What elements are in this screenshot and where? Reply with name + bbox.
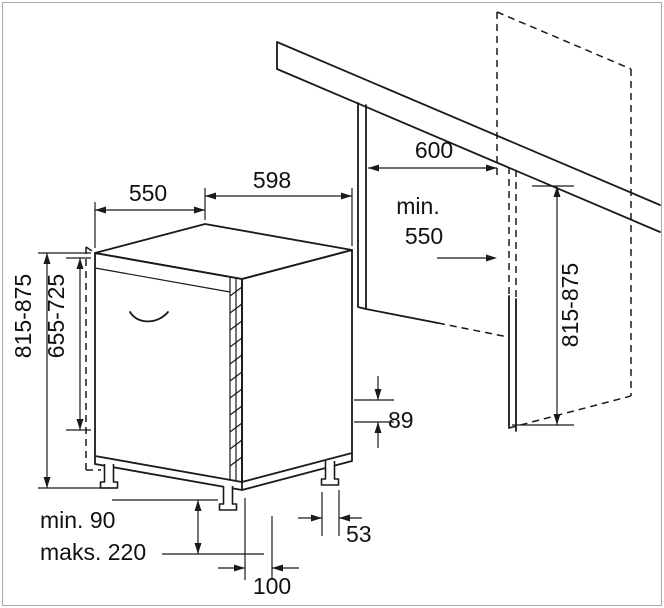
dishwasher: [85, 223, 353, 511]
niche-left-panel: [357, 102, 367, 310]
niche-cabinet: [357, 11, 632, 432]
dim-label-plinth-min: min. 90: [40, 507, 115, 533]
right-cabinet-floor-dashed: [508, 395, 632, 429]
niche-floor-dashed: [437, 322, 509, 338]
dim-label-appliance-height: 815-875: [10, 274, 36, 358]
door-edge-lines: [229, 276, 237, 482]
niche-floor: [365, 308, 439, 324]
dim-label-niche-width: 600: [415, 137, 453, 163]
niche-top-edge-dashed: [496, 11, 632, 70]
door-handle-icon: [129, 311, 169, 323]
dim-label-plinth-depth: 100: [253, 573, 291, 599]
dim-label-niche-height: 815-875: [557, 263, 583, 347]
dim-label-niche-depth-value: 550: [405, 223, 443, 249]
dimension-lines: [43, 164, 561, 572]
dim-label-niche-depth-prefix: min.: [396, 193, 439, 219]
dim-label-rear-gap: 53: [346, 521, 372, 547]
foot-rear-right: [320, 461, 340, 486]
foot-front-right: [218, 486, 238, 511]
decor-panel-dashed: [85, 246, 101, 471]
dim-label-depth: 550: [129, 180, 167, 206]
dim-label-base-rear: 89: [388, 407, 414, 433]
base-frame: [94, 452, 353, 491]
dim-label-plinth-max: maks. 220: [40, 539, 146, 565]
control-panel-line: [94, 267, 231, 293]
dishwasher-top-face: [94, 223, 353, 280]
door-edge-hatching: [229, 286, 243, 467]
dim-label-door-panel-height: 655-725: [43, 274, 69, 358]
worktop-lines: [276, 41, 661, 233]
right-cabinet-edge-upper: [508, 167, 517, 299]
extension-lines: [38, 185, 574, 580]
dim-label-width: 598: [253, 167, 291, 193]
right-cabinet-edge-lower: [508, 295, 517, 432]
dishwasher-front-face: [94, 252, 243, 483]
dishwasher-side-face: [241, 249, 353, 483]
